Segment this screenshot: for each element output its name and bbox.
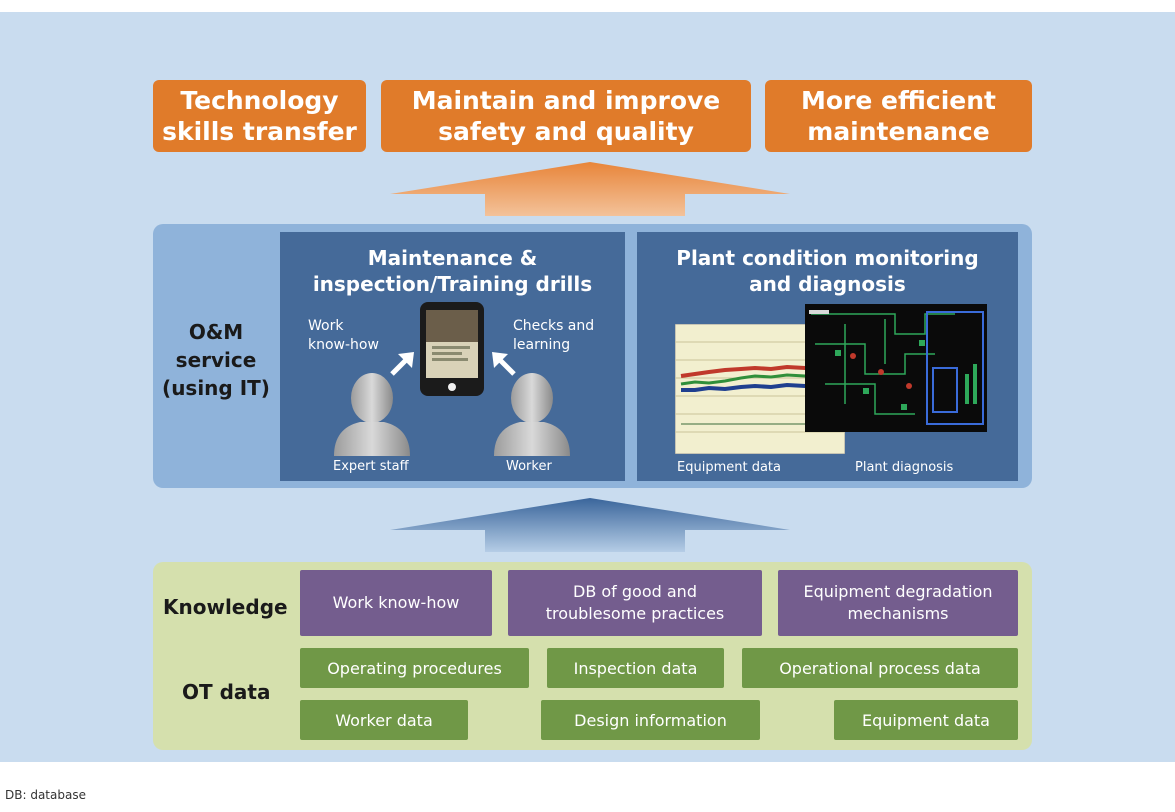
knowledge-box-degradation: Equipment degradation mechanisms — [778, 570, 1018, 636]
knowledge-label: Knowledge — [163, 595, 288, 619]
worker-label: Worker — [506, 459, 552, 474]
knowledge-box-practices-db: DB of good and troublesome practices — [508, 570, 762, 636]
footnote: DB: database — [5, 788, 86, 802]
ot-box-operational-process-data: Operational process data — [742, 648, 1018, 688]
checks-learning-caption: Checks and learning — [513, 318, 595, 353]
ot-data-label: OT data — [182, 680, 271, 704]
upward-arrow-blue — [390, 498, 790, 552]
plant-diagnosis-label: Plant diagnosis — [855, 460, 954, 475]
ot-box-design-information: Design information — [541, 700, 760, 740]
expert-staff-label: Expert staff — [333, 459, 409, 474]
worker-avatar-icon — [494, 373, 570, 456]
upward-arrow-orange — [390, 162, 790, 216]
maintenance-panel-title: Maintenance & inspection/Training drills — [312, 246, 593, 296]
ot-box-operating-procedures: Operating procedures — [300, 648, 529, 688]
monitoring-panel: Plant condition monitoring and diagnosis — [637, 232, 1018, 481]
tablet-icon — [420, 302, 484, 396]
goal-safety-quality: Maintain and improve safety and quality — [381, 80, 751, 152]
ot-box-worker-data: Worker data — [300, 700, 468, 740]
knowledge-box-work-knowhow: Work know-how — [300, 570, 492, 636]
goal-technology-transfer: Technology skills transfer — [153, 80, 366, 152]
arrow-to-tablet-left-icon — [390, 352, 414, 376]
goal-efficient-maintenance: More efficient maintenance — [765, 80, 1032, 152]
arrow-to-tablet-right-icon — [492, 352, 516, 376]
ot-box-inspection-data: Inspection data — [547, 648, 724, 688]
equipment-data-label: Equipment data — [677, 460, 781, 475]
maintenance-panel: Maintenance & inspection/Training drills… — [280, 232, 625, 481]
om-service-label: O&M service (using IT) — [162, 320, 270, 400]
monitoring-panel-title: Plant condition monitoring and diagnosis — [676, 246, 979, 296]
expert-staff-avatar-icon — [334, 373, 410, 456]
work-knowhow-caption: Work know-how — [308, 318, 379, 353]
ot-box-equipment-data: Equipment data — [834, 700, 1018, 740]
plant-diagnosis-screen-icon — [805, 304, 987, 432]
